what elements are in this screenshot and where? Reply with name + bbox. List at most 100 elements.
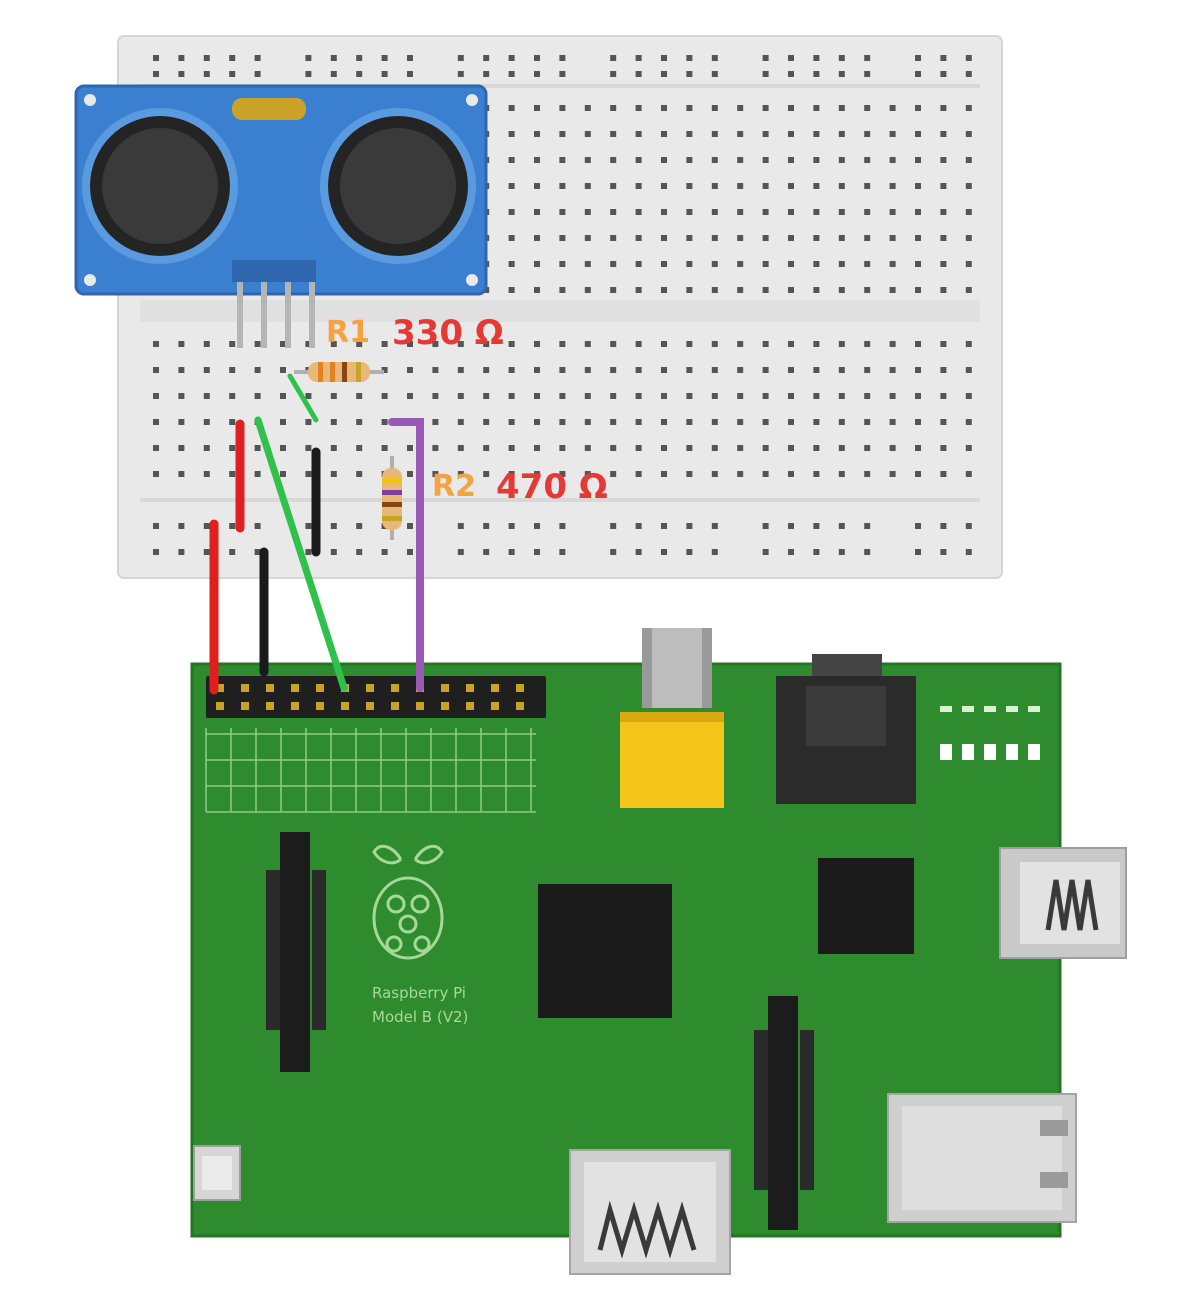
breadboard-hole xyxy=(407,523,413,529)
breadboard-hole xyxy=(838,523,845,529)
breadboard-hole xyxy=(762,71,769,77)
breadboard-hole xyxy=(153,341,159,347)
breadboard-hole xyxy=(356,341,363,347)
breadboard-hole xyxy=(635,183,642,189)
breadboard-hole xyxy=(457,341,464,347)
breadboard-hole xyxy=(889,367,896,373)
breadboard-hole xyxy=(737,445,744,451)
breadboard-hole xyxy=(762,235,769,241)
breadboard-hole xyxy=(178,393,185,399)
breadboard-hole xyxy=(508,471,515,477)
breadboard-hole xyxy=(330,393,337,399)
breadboard-hole xyxy=(711,287,718,293)
breadboard-hole xyxy=(280,341,286,347)
breadboard-hole xyxy=(889,261,896,267)
breadboard-hole xyxy=(381,393,388,399)
breadboard-hole xyxy=(534,393,540,399)
breadboard-hole xyxy=(813,549,820,555)
breadboard-hole xyxy=(838,105,845,111)
breadboard-hole xyxy=(737,367,744,373)
breadboard-hole xyxy=(254,367,261,373)
breadboard-hole xyxy=(737,209,744,215)
breadboard-hole xyxy=(762,445,769,451)
breadboard-hole xyxy=(737,341,744,347)
breadboard-hole xyxy=(559,131,566,137)
breadboard-hole xyxy=(508,523,515,529)
breadboard-hole xyxy=(305,549,312,555)
breadboard-hole xyxy=(381,419,388,425)
breadboard-hole xyxy=(661,209,667,215)
breadboard-hole xyxy=(584,183,591,189)
soc-chip xyxy=(538,884,672,1018)
breadboard-hole xyxy=(686,209,693,215)
breadboard-hole xyxy=(534,209,540,215)
breadboard-hole xyxy=(610,471,617,477)
breadboard-hole xyxy=(483,471,490,477)
breadboard-hole xyxy=(686,105,693,111)
breadboard-hole xyxy=(838,183,845,189)
breadboard-hole xyxy=(940,261,947,267)
breadboard-hole xyxy=(559,183,566,189)
breadboard-hole xyxy=(280,393,286,399)
breadboard-hole xyxy=(915,341,921,347)
breadboard-hole xyxy=(788,341,794,347)
breadboard-hole xyxy=(889,235,896,241)
breadboard-hole xyxy=(661,471,667,477)
breadboard-hole xyxy=(889,157,896,163)
sensor-pins xyxy=(237,282,315,348)
breadboard-hole xyxy=(305,55,312,61)
breadboard-hole xyxy=(635,157,642,163)
board-name-line1: Raspberry Pi xyxy=(372,984,466,1002)
breadboard-hole xyxy=(737,105,744,111)
gpio-pin xyxy=(416,702,424,710)
breadboard-hole xyxy=(153,367,159,373)
breadboard-hole xyxy=(254,393,261,399)
camera-connector xyxy=(754,996,814,1230)
breadboard-hole xyxy=(965,71,972,77)
breadboard-hole xyxy=(178,55,185,61)
breadboard-hole xyxy=(254,445,261,451)
breadboard-hole xyxy=(661,261,667,267)
breadboard-hole xyxy=(635,549,642,555)
breadboard-hole xyxy=(711,183,718,189)
breadboard-hole xyxy=(915,523,921,529)
breadboard-hole xyxy=(965,183,972,189)
breadboard-hole xyxy=(940,183,947,189)
display-connector xyxy=(266,832,326,1072)
breadboard-hole xyxy=(508,183,515,189)
led xyxy=(962,744,974,760)
gpio-pins xyxy=(216,684,524,710)
breadboard-hole xyxy=(229,71,236,77)
breadboard-hole xyxy=(330,471,337,477)
breadboard-hole xyxy=(915,55,921,61)
breadboard-hole xyxy=(788,183,794,189)
gpio-pin xyxy=(216,684,224,692)
breadboard-hole xyxy=(661,183,667,189)
breadboard-hole xyxy=(965,131,972,137)
breadboard-hole xyxy=(508,549,515,555)
breadboard-hole xyxy=(203,71,210,77)
breadboard-hole xyxy=(432,393,439,399)
breadboard-hole xyxy=(762,523,769,529)
breadboard-hole xyxy=(305,71,312,77)
ethernet-port xyxy=(887,1093,1077,1223)
breadboard-hole xyxy=(534,287,540,293)
breadboard-hole xyxy=(534,367,540,373)
breadboard-hole xyxy=(483,445,490,451)
breadboard-hole xyxy=(584,445,591,451)
breadboard-hole xyxy=(381,367,388,373)
breadboard-hole xyxy=(280,445,286,451)
gpio-pin xyxy=(491,702,499,710)
breadboard-hole xyxy=(864,55,871,61)
breadboard-hole xyxy=(356,55,363,61)
breadboard-hole xyxy=(534,235,540,241)
gpio-pin xyxy=(341,702,349,710)
breadboard-hole xyxy=(762,261,769,267)
breadboard-hole xyxy=(483,367,490,373)
gpio-pin xyxy=(316,702,324,710)
breadboard-hole xyxy=(813,367,820,373)
breadboard-hole xyxy=(584,287,591,293)
breadboard-hole xyxy=(762,209,769,215)
breadboard-hole xyxy=(610,235,617,241)
breadboard-hole xyxy=(915,105,921,111)
